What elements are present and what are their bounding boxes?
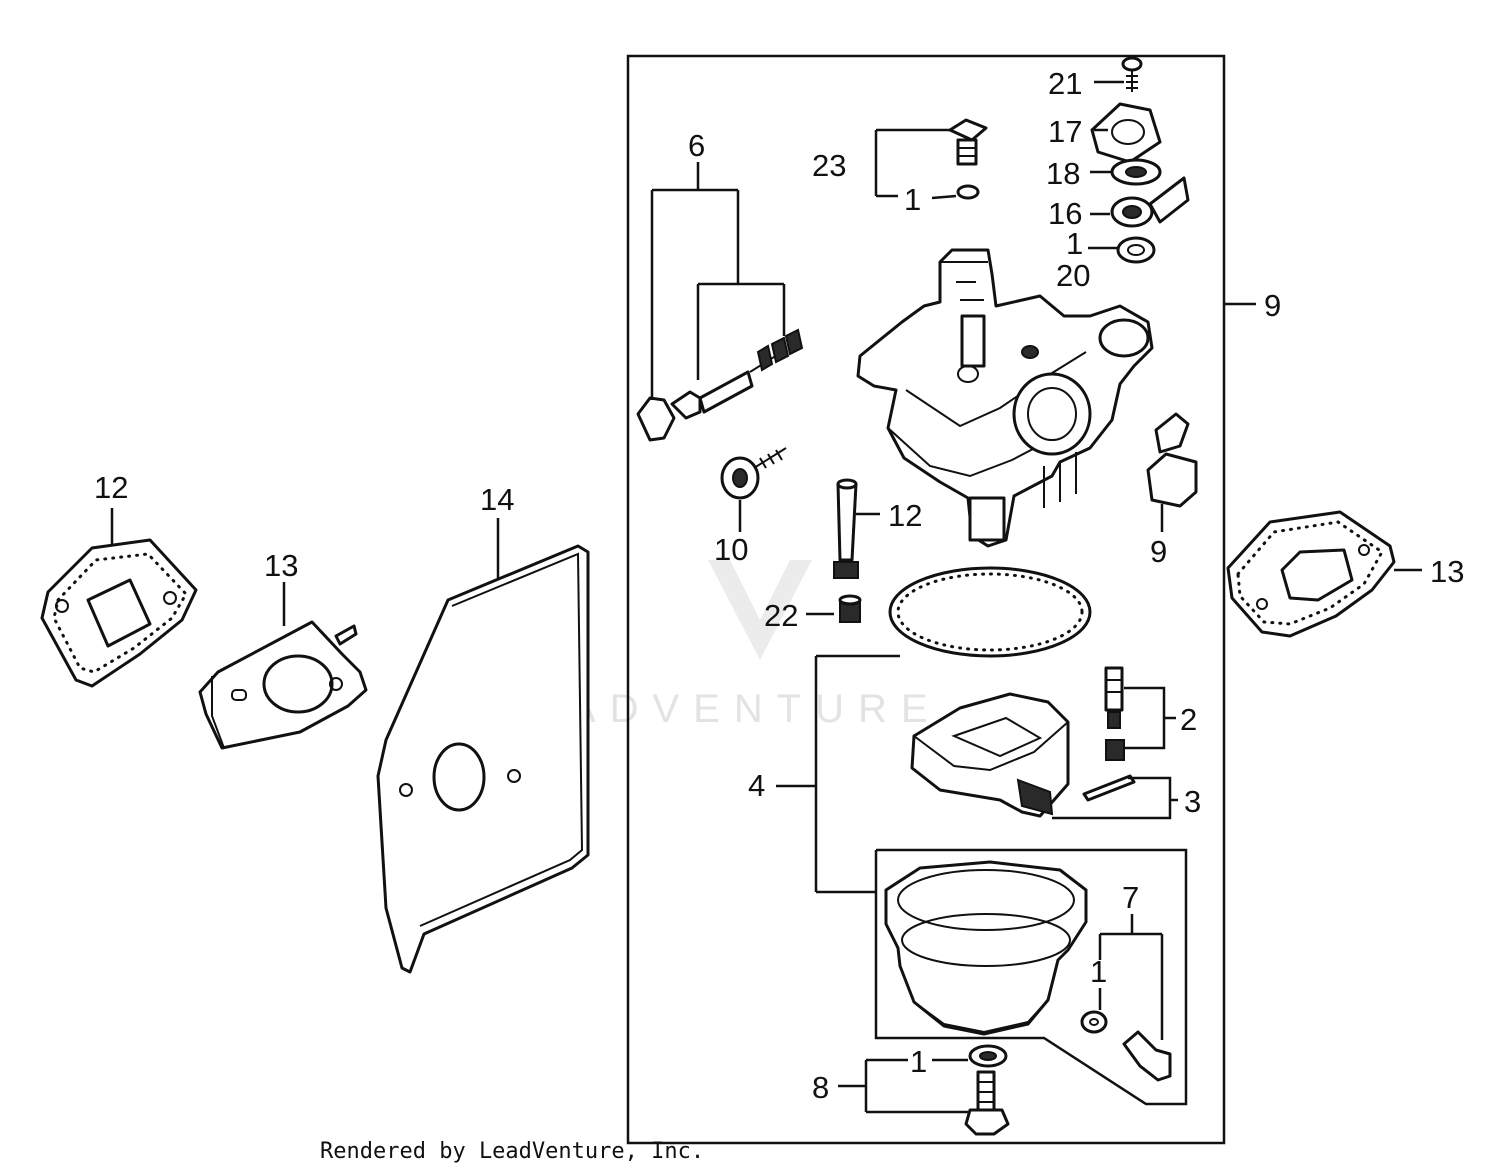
callout-10: 9 — [1264, 288, 1281, 323]
callout-9: 9 — [1150, 534, 1167, 569]
part-23-screw — [948, 118, 988, 200]
part-bowl — [884, 860, 1088, 1036]
callout-16: 14 — [480, 482, 514, 517]
part-19-seal — [1110, 158, 1162, 186]
part-20-washer — [1116, 236, 1156, 264]
credit-text: Rendered by LeadVenture, Inc. — [320, 1139, 704, 1164]
part-9-float-valve — [1146, 412, 1198, 508]
callout-15: 13 — [1430, 554, 1464, 589]
part-14-gasket — [40, 538, 198, 688]
part-float — [910, 692, 1070, 818]
part-17-choke-lever — [1110, 176, 1190, 228]
callout-20: 20 — [1056, 258, 1090, 293]
callout-7: 7 — [1122, 880, 1139, 915]
part-12-nozzle — [833, 478, 859, 579]
part-10-carburetor-body — [856, 248, 1154, 548]
callout-8: 8 — [812, 1070, 829, 1105]
callout-4: 4 — [748, 768, 765, 803]
callout-3: 3 — [1184, 784, 1201, 819]
callout-1-d: 1 — [910, 1044, 927, 1079]
callout-1-c: 1 — [1090, 954, 1107, 989]
part-oring-gasket — [888, 566, 1092, 658]
part-2-float-valve-needle — [1104, 666, 1125, 761]
part-3-float-pin — [1082, 774, 1136, 802]
callout-2: 2 — [1180, 702, 1197, 737]
callout-1-a: 1 — [904, 182, 921, 217]
part-22-jet — [838, 594, 862, 623]
callout-14: 12 — [94, 470, 128, 505]
callout-21: 21 — [1048, 66, 1082, 101]
callout-12: 12 — [888, 498, 922, 533]
callout-22: 22 — [764, 598, 798, 633]
callout-17: 16 — [1048, 196, 1082, 231]
callout-13: 13 — [264, 548, 298, 583]
part-18-cover — [1090, 102, 1162, 164]
part-21-screw — [1121, 56, 1143, 92]
callout-19: 18 — [1046, 156, 1080, 191]
callout-1-b: 1 — [1066, 226, 1083, 261]
part-6-pilot-screw — [636, 328, 804, 442]
part-8-bolt — [964, 1044, 1010, 1136]
part-11-throttle-screw — [720, 447, 787, 500]
callout-labels: 12 13 14 6 23 1 21 17 18 16 1 20 9 10 12… — [94, 66, 1464, 1105]
part-7-drain-screw — [1080, 1010, 1172, 1082]
callout-11: 10 — [714, 532, 748, 567]
part-15-gasket — [1226, 510, 1396, 638]
leader-lines — [110, 80, 1422, 1114]
assembly-frame — [626, 54, 1226, 1145]
callout-6: 6 — [688, 128, 705, 163]
callout-18: 17 — [1048, 114, 1082, 149]
part-13-insulator — [198, 620, 368, 750]
part-16-plate — [376, 544, 590, 974]
callout-23: 23 — [812, 148, 846, 183]
